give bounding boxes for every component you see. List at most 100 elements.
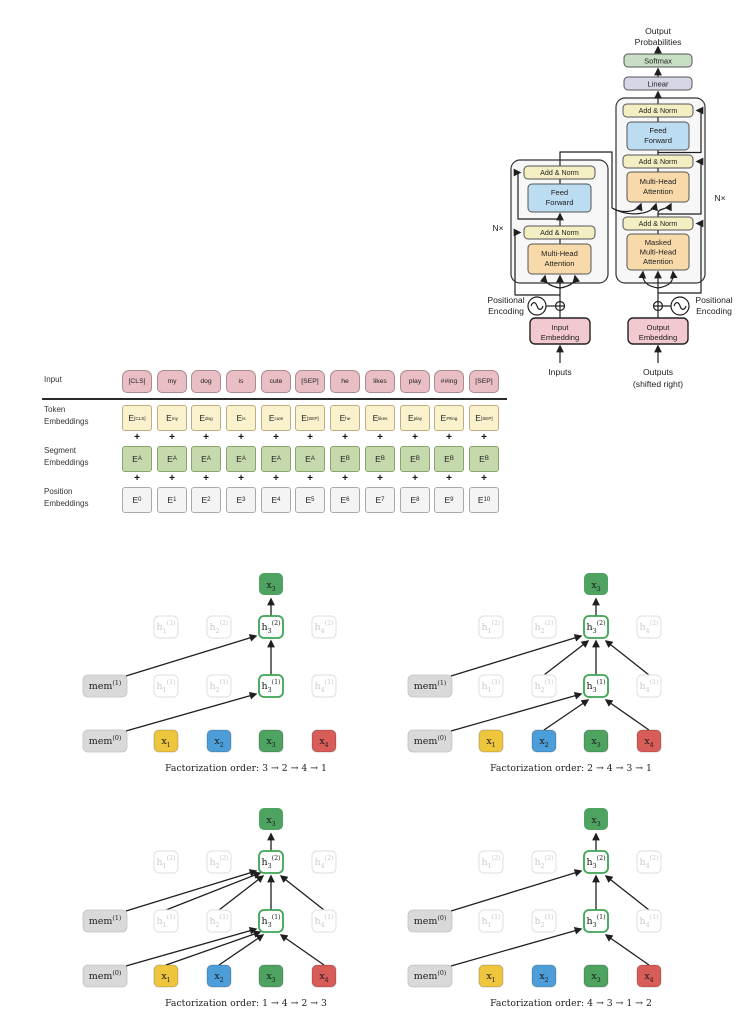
feed-forward-label: Feed [649,126,666,135]
active-node-label: h3(2) [261,620,280,635]
output-embedding-label: Embedding [639,333,677,342]
predicted-token-label: x3 [591,815,600,828]
hidden-node-box [636,674,662,698]
masked-multi-head-attention-label: Masked [645,238,672,247]
plus-sign: + [412,432,418,443]
input-token: [SEP] [469,370,499,393]
hidden-node-box [478,615,504,639]
active-node-label: h3(1) [586,914,605,929]
output-probabilities-label: Output [645,26,671,36]
memory-label: mem(0) [414,915,447,927]
predicted-token-label: x3 [266,580,275,593]
factorization-caption: Factorization order: 1 → 4 → 2 → 3 [165,998,327,1009]
hidden-node-label: h2(2) [534,620,553,635]
active-node-box [583,674,609,698]
token-x2-label: x2 [214,736,223,749]
input-token: is [226,370,256,393]
token-x2-box [206,729,232,753]
active-node-box [258,850,284,874]
active-node-box [583,615,609,639]
attention-edges [125,597,275,732]
active-node-box [583,850,609,874]
hidden-node-box [531,909,557,933]
hidden-node-label: h1(1) [481,679,500,694]
token-x1-box [153,729,179,753]
positional-encoding-right-label: Positional [695,295,732,305]
plus-sign: + [307,432,313,443]
active-node-box [258,909,284,933]
memory-label: mem(1) [414,680,447,692]
hidden-node-label: h2(1) [534,914,553,929]
decoder-add-norm-2-box [622,154,694,169]
active-node-box [258,615,284,639]
token-x1-label: x1 [161,736,170,749]
hidden-node-label: h1(2) [156,855,175,870]
hidden-node-box [153,674,179,698]
active-node-box [258,674,284,698]
attention-edges [125,832,325,967]
token-x3-label: x3 [266,971,275,984]
memory-box [407,909,453,933]
active-node-label: h3(2) [261,855,280,870]
hidden-node-label: h4(2) [314,855,333,870]
token-x4-label: x4 [319,736,328,749]
output-embedding-box [627,317,689,345]
input-embedding-label: Embedding [541,333,579,342]
positional-encoding-left-label: Positional [487,295,524,305]
hidden-node-box [636,615,662,639]
input-embedding-label: Input [552,323,570,332]
hidden-node-box [206,674,232,698]
memory-box [82,674,128,698]
hidden-node-label: h1(1) [481,914,500,929]
plus-sign: + [169,432,175,443]
token-x2-label: x2 [539,971,548,984]
add-norm-label: Add & Norm [639,220,678,228]
token-x3-label: x3 [591,736,600,749]
memory-label: mem(0) [89,970,122,982]
active-node-box [583,909,609,933]
memory-box [82,729,128,753]
row-label-position: Position Embeddings [44,487,89,508]
plus-sign: + [238,432,244,443]
plus-sign: + [412,473,418,484]
memory-label: mem(0) [414,735,447,747]
plus-sign: + [273,432,279,443]
attention-edges [450,597,650,732]
row-label-token: Token Embeddings [44,405,89,426]
token-x1-box [478,729,504,753]
decoder-add-norm-3-box [622,103,694,118]
token-x2-box [531,964,557,988]
token-x1-label: x1 [486,971,495,984]
token-x4-box [636,729,662,753]
bert-embeddings-diagram: Input Token Embeddings Segment Embedding… [42,366,512,520]
memory-box [82,964,128,988]
memory-box [82,909,128,933]
xlnet-panel-1: x3 h1(2) h2(2) h3(2) h4(2) mem(1) h1(1) … [82,573,337,774]
output-embedding-label: Output [647,323,671,332]
add-norm-label: Add & Norm [639,107,678,115]
hidden-node-label: h1(2) [481,855,500,870]
transformer-architecture-diagram: Output Probabilities Softmax Linear Add … [487,26,732,389]
hidden-node-label: h4(2) [639,620,658,635]
hidden-node-label: h1(1) [156,679,175,694]
plus-sign: + [446,432,452,443]
token-embedding: E##ing [434,405,464,431]
active-node-label: h3(2) [586,855,605,870]
input-token: [CLS] [122,370,152,393]
encoder-add-norm-2-box [523,165,596,180]
multi-head-attention-label: Attention [545,259,575,268]
plus-sign: + [238,473,244,484]
token-embedding: E[CLS] [122,405,152,431]
n-times-left-label: N× [492,223,503,233]
attention-edges [450,832,650,967]
